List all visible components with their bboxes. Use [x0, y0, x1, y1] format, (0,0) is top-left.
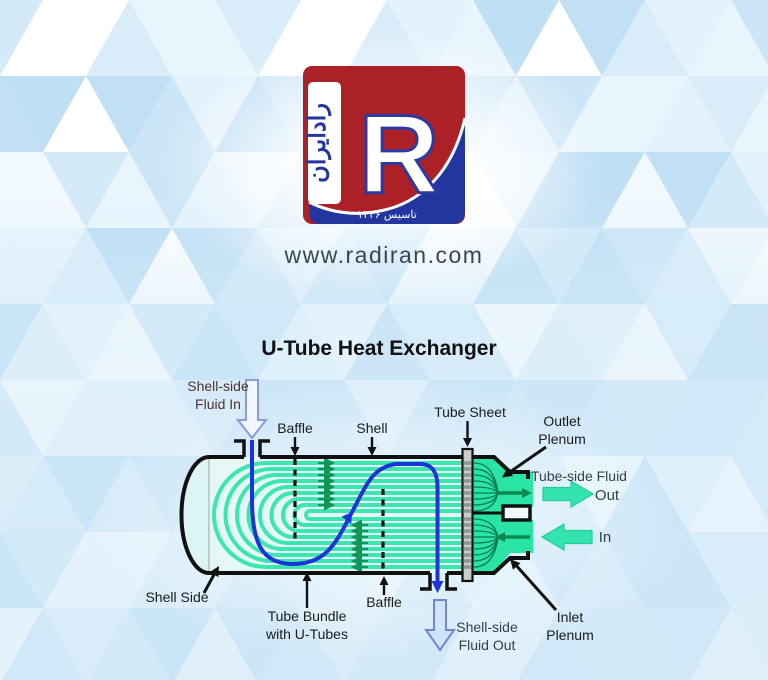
logo-white-band	[308, 82, 341, 204]
baffle-bottom-arrowhead	[379, 576, 389, 585]
logo-brand-text: رادایران	[304, 103, 332, 183]
shell-side-out-hollow-arrow	[424, 599, 456, 652]
shell-side-fluid-path	[250, 440, 444, 593]
label-outlet-plenum-1: Outlet	[543, 413, 580, 429]
label-outlet-plenum-2: Plenum	[538, 431, 585, 447]
label-shell-side: Shell Side	[145, 589, 208, 605]
shell-side-arrowhead	[209, 566, 219, 578]
label-in: In	[599, 529, 612, 546]
top-nozzle-right-flange	[258, 439, 270, 457]
tube-bundle-arrowhead	[302, 572, 312, 581]
shell-arrowhead	[367, 447, 377, 456]
tube-sheet-bar	[461, 447, 474, 583]
label-baffle-top: Baffle	[277, 420, 313, 436]
tube-sheet-arrowhead	[463, 438, 472, 447]
shell-outline-path	[179, 455, 463, 575]
logo-graphic: رادایران R تاسیس ۱۳۴۶	[303, 66, 465, 224]
label-shell-side-fluid-out-2: Fluid Out	[459, 637, 516, 653]
logo-blue-wave	[309, 118, 465, 224]
label-out: Out	[595, 487, 620, 504]
label-tube-bundle-1: Tube Bundle	[268, 608, 347, 624]
label-inlet-plenum-1: Inlet	[557, 609, 584, 625]
top-nozzle-left-flange	[234, 439, 246, 457]
inlet-flow-arrowhead	[495, 532, 505, 542]
tube-sheet	[461, 447, 474, 583]
bottom-nozzle-left-flange	[420, 573, 432, 591]
logo-wave-highlight	[308, 117, 465, 215]
logo-letter: R	[359, 92, 440, 217]
inlet-plenum-leader	[512, 562, 558, 611]
tube-side-out-arrow	[542, 479, 595, 509]
label-shell-side-fluid-in-1: Shell-side	[187, 378, 249, 394]
label-leaders	[202, 421, 558, 611]
blue-flow-end-arrowhead	[431, 581, 444, 593]
inlet-plenum-outline	[472, 551, 530, 575]
outlet-plenum-arrowhead	[502, 467, 514, 478]
outlet-plenum-leader	[506, 445, 547, 476]
label-shell: Shell	[356, 420, 387, 436]
bottom-nozzle-right-flange	[445, 573, 457, 591]
blue-flow-mid-arrowhead	[341, 512, 352, 525]
baffle-top-arrowhead	[290, 447, 300, 456]
diagram-labels: Shell-side Fluid In Baffle Shell Tube Sh…	[145, 378, 627, 653]
label-baffle-bottom: Baffle	[366, 594, 402, 610]
plenum-dark-arrows	[495, 488, 532, 542]
site-url: www.radiran.com	[284, 242, 484, 268]
inlet-plenum-arrowhead	[510, 559, 521, 570]
shell-head-interior	[181, 457, 209, 573]
diagram-title: U-Tube Heat Exchanger	[261, 337, 497, 360]
label-shell-side-fluid-out-1: Shell-side	[456, 619, 518, 635]
logo-red-box	[303, 66, 465, 224]
plenum-notch	[501, 504, 532, 522]
label-tube-bundle-2: with U-Tubes	[265, 626, 348, 642]
shell-outline	[179, 439, 463, 591]
logo-founded-text: تاسیس ۱۳۴۶	[357, 209, 417, 221]
tube-sheet-hatch	[464, 461, 471, 569]
label-inlet-plenum-2: Plenum	[546, 627, 593, 643]
shell-side-in-hollow-arrow	[235, 379, 269, 440]
shell-side-leader	[202, 570, 218, 594]
radiran-logo: رادایران R تاسیس ۱۳۴۶	[303, 66, 465, 224]
plenum-outline	[472, 455, 532, 575]
label-shell-side-fluid-in-2: Fluid In	[195, 396, 241, 412]
label-tube-side-fluid: Tube-side Fluid	[531, 468, 627, 484]
label-tube-sheet: Tube Sheet	[434, 404, 506, 420]
tube-flow-arrows	[318, 457, 368, 573]
outlet-flow-arrowhead	[522, 488, 532, 498]
tube-side-in-arrow	[540, 522, 593, 552]
